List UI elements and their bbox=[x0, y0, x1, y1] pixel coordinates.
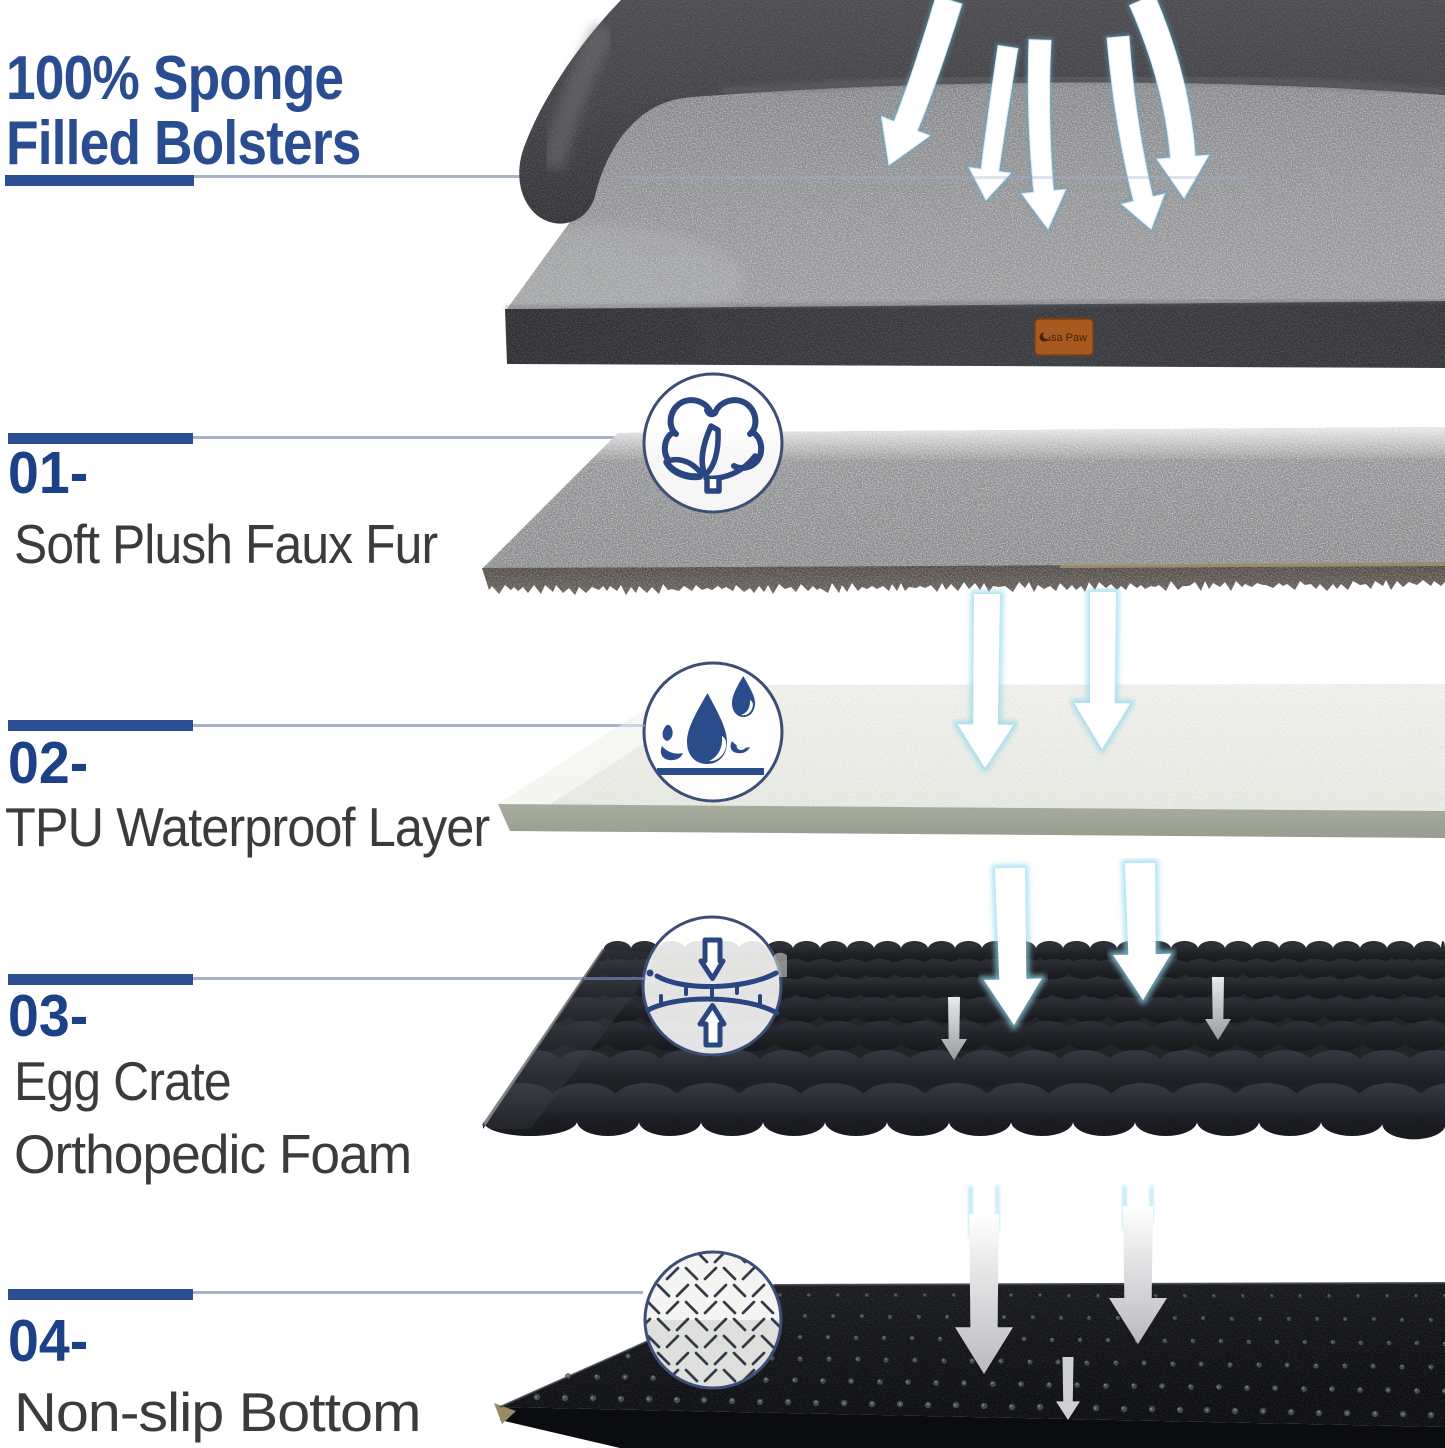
svg-text:asa Paw: asa Paw bbox=[1045, 332, 1087, 344]
